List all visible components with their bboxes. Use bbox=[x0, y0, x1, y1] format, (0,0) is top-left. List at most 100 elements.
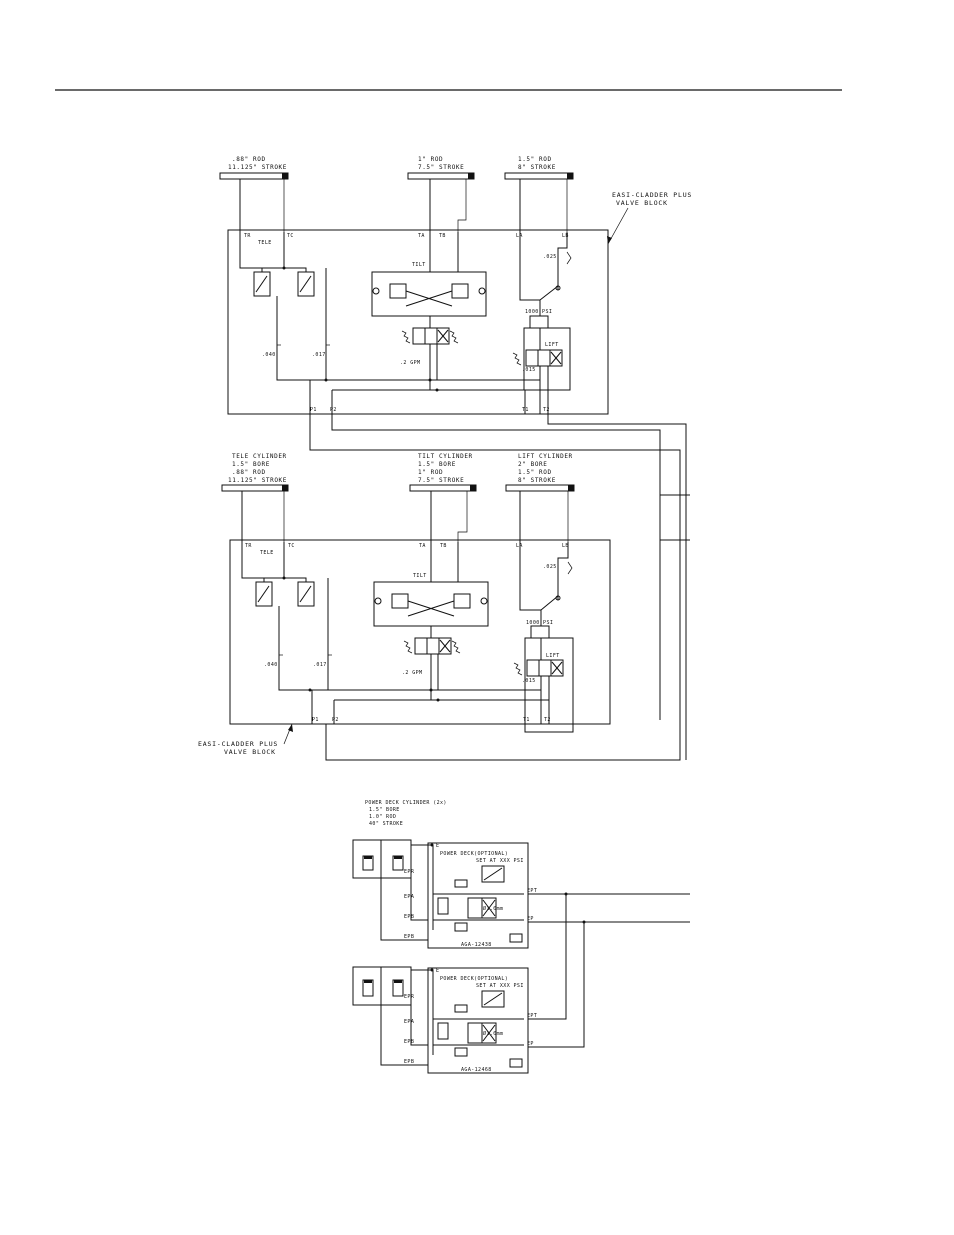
upper-lift-cyl-label-2: 8" STROKE bbox=[518, 164, 556, 171]
bottom-part-number: AGA-12468 bbox=[461, 1067, 492, 1073]
upper-port-lb: LB bbox=[562, 233, 569, 239]
lower-tilt-cylinder bbox=[409, 484, 477, 542]
lower-tilt-valves bbox=[373, 542, 489, 700]
lower-tele-valves bbox=[241, 542, 332, 692]
lower-lift-cylinder bbox=[505, 484, 575, 542]
bottom-port-e: E bbox=[436, 968, 439, 974]
power-deck-unit-bottom: E POWER DECK(OPTIONAL) SET AT XXX PSI Ø1… bbox=[352, 966, 537, 1074]
upper-lift-cylinder bbox=[504, 172, 574, 232]
upper-orifice-tele-2: .017 bbox=[312, 352, 326, 358]
lower-port-la: LA bbox=[516, 543, 523, 549]
lower-orifice-tele-1: .040 bbox=[264, 662, 278, 668]
power-deck-unit-top: E POWER DECK(OPTIONAL) SET AT XXX PSI Ø1… bbox=[352, 839, 537, 949]
upper-lift-cyl-label-1: 1.5" ROD bbox=[518, 156, 552, 163]
lower-tele-cyl-label-1: TELE CYLINDER bbox=[232, 453, 287, 460]
power-deck-cyl-label-4: 40" STROKE bbox=[369, 821, 403, 827]
top-orifice: Ø1.0mm bbox=[483, 905, 503, 912]
lower-circuit: TELE CYLINDER 1.5" BORE .88" ROD 11.125"… bbox=[198, 453, 611, 756]
top-set-label: SET AT XXX PSI bbox=[476, 858, 524, 864]
lower-port-tr: TR bbox=[245, 543, 252, 549]
upper-flow-label: .2 GPM bbox=[400, 360, 420, 366]
upper-orifice-lift-2: .015 bbox=[522, 367, 536, 373]
bottom-port-ept: EPT bbox=[527, 1013, 537, 1019]
upper-tele-valves bbox=[239, 232, 330, 382]
top-port-epb-2: EPB bbox=[404, 934, 414, 940]
lower-port-ta: TA bbox=[419, 543, 426, 549]
lower-lift-valves bbox=[513, 542, 574, 733]
top-port-epr: EPR bbox=[404, 869, 415, 875]
lower-bus-lines bbox=[310, 688, 549, 724]
bottom-port-epb-2: EPB bbox=[404, 1059, 414, 1065]
upper-port-tr: TR bbox=[244, 233, 251, 239]
upper-port-tc: TC bbox=[287, 233, 294, 239]
lower-port-t1: T1 bbox=[523, 717, 530, 723]
upper-lift-valves bbox=[512, 232, 572, 414]
upper-orifice-tele-1: .040 bbox=[262, 352, 276, 358]
power-deck-cyl-label-1: POWER DECK CYLINDER (2x) bbox=[365, 800, 447, 806]
upper-tilt-cyl-label-2: 7.5" STROKE bbox=[418, 164, 464, 171]
top-port-ep: EP bbox=[527, 916, 534, 922]
power-deck-external-lines bbox=[528, 892, 690, 1048]
bottom-orifice: Ø1.0mm bbox=[483, 1030, 503, 1037]
lower-tele-cyl-label-3: .88" ROD bbox=[232, 469, 266, 476]
interconnect-lines bbox=[309, 414, 690, 761]
bottom-set-label: SET AT XXX PSI bbox=[476, 983, 524, 989]
lower-lift-cyl-label-2: 2" BORE bbox=[518, 461, 548, 468]
lower-port-lb: LB bbox=[562, 543, 569, 549]
lower-orifice-tele-2: .017 bbox=[313, 662, 327, 668]
upper-lift-label: LIFT bbox=[545, 342, 559, 348]
lower-lift-cyl-label-4: 8" STROKE bbox=[518, 477, 556, 484]
top-port-e: E bbox=[436, 843, 439, 849]
upper-tele-cyl-label-2: 11.125" STROKE bbox=[228, 164, 287, 171]
upper-port-la: LA bbox=[516, 233, 523, 239]
lower-tele-cyl-label-2: 1.5" BORE bbox=[232, 461, 270, 468]
lower-valve-block bbox=[229, 539, 611, 725]
power-deck-circuit: POWER DECK CYLINDER (2x) 1.5" BORE 1.0" … bbox=[352, 800, 690, 1074]
bottom-port-ep: EP bbox=[527, 1041, 534, 1047]
top-port-epb: EPB bbox=[404, 914, 414, 920]
lower-flow-label: .2 GPM bbox=[402, 670, 422, 676]
bottom-title: POWER DECK(OPTIONAL) bbox=[440, 976, 508, 982]
top-port-epa: EPA bbox=[404, 894, 414, 900]
lower-block-callout-2: VALVE BLOCK bbox=[224, 748, 276, 756]
lower-tele-cyl-label-4: 11.125" STROKE bbox=[228, 477, 287, 484]
lower-tele-cylinder bbox=[221, 484, 289, 542]
upper-tele-cyl-label-1: .88" ROD bbox=[232, 156, 266, 163]
upper-port-p2: P2 bbox=[330, 407, 337, 413]
upper-tilt-cyl-label-1: 1" ROD bbox=[418, 156, 443, 163]
power-deck-cyl-label-3: 1.0" ROD bbox=[369, 814, 396, 820]
lower-port-p2: P2 bbox=[332, 717, 339, 723]
lower-tilt-label: TILT bbox=[413, 573, 427, 579]
lower-lift-cyl-label-1: LIFT CYLINDER bbox=[518, 453, 573, 460]
lower-block-callout-1: EASI-CLADDER PLUS bbox=[198, 740, 278, 748]
lower-tilt-cyl-label-3: 1" ROD bbox=[418, 469, 443, 476]
lower-tele-label: TELE bbox=[260, 550, 274, 556]
lower-tilt-cyl-label-4: 7.5" STROKE bbox=[418, 477, 464, 484]
lower-port-tc: TC bbox=[288, 543, 295, 549]
upper-tilt-cylinder bbox=[407, 172, 475, 232]
top-part-number: AGA-12438 bbox=[461, 942, 492, 948]
lower-lift-label: LIFT bbox=[546, 653, 560, 659]
lower-orifice-lift-2: .015 bbox=[522, 678, 536, 684]
lower-relief-label: 1000 PSI bbox=[526, 620, 553, 626]
upper-port-ta: TA bbox=[418, 233, 425, 239]
upper-valve-block bbox=[227, 229, 609, 415]
upper-circuit: .88" ROD 11.125" STROKE 1" ROD 7.5" STRO… bbox=[219, 156, 692, 415]
lower-lift-cyl-label-3: 1.5" ROD bbox=[518, 469, 552, 476]
bottom-port-epa: EPA bbox=[404, 1019, 414, 1025]
lower-port-t2: T2 bbox=[544, 717, 551, 723]
lower-orifice-lift: .025 bbox=[543, 564, 557, 570]
upper-relief-label: 1000 PSI bbox=[525, 309, 552, 315]
top-title: POWER DECK(OPTIONAL) bbox=[440, 851, 508, 857]
upper-tilt-valves bbox=[371, 232, 487, 390]
upper-block-callout-1: EASI-CLADDER PLUS bbox=[612, 191, 692, 199]
bottom-port-epb: EPB bbox=[404, 1039, 414, 1045]
upper-orifice-lift: .025 bbox=[543, 254, 557, 260]
power-deck-cyl-label-2: 1.5" BORE bbox=[369, 807, 400, 813]
lower-port-tb: TB bbox=[440, 543, 447, 549]
upper-block-callout-2: VALVE BLOCK bbox=[616, 199, 668, 207]
lower-tilt-cyl-label-1: TILT CYLINDER bbox=[418, 453, 473, 460]
upper-tele-cylinder bbox=[219, 172, 289, 232]
